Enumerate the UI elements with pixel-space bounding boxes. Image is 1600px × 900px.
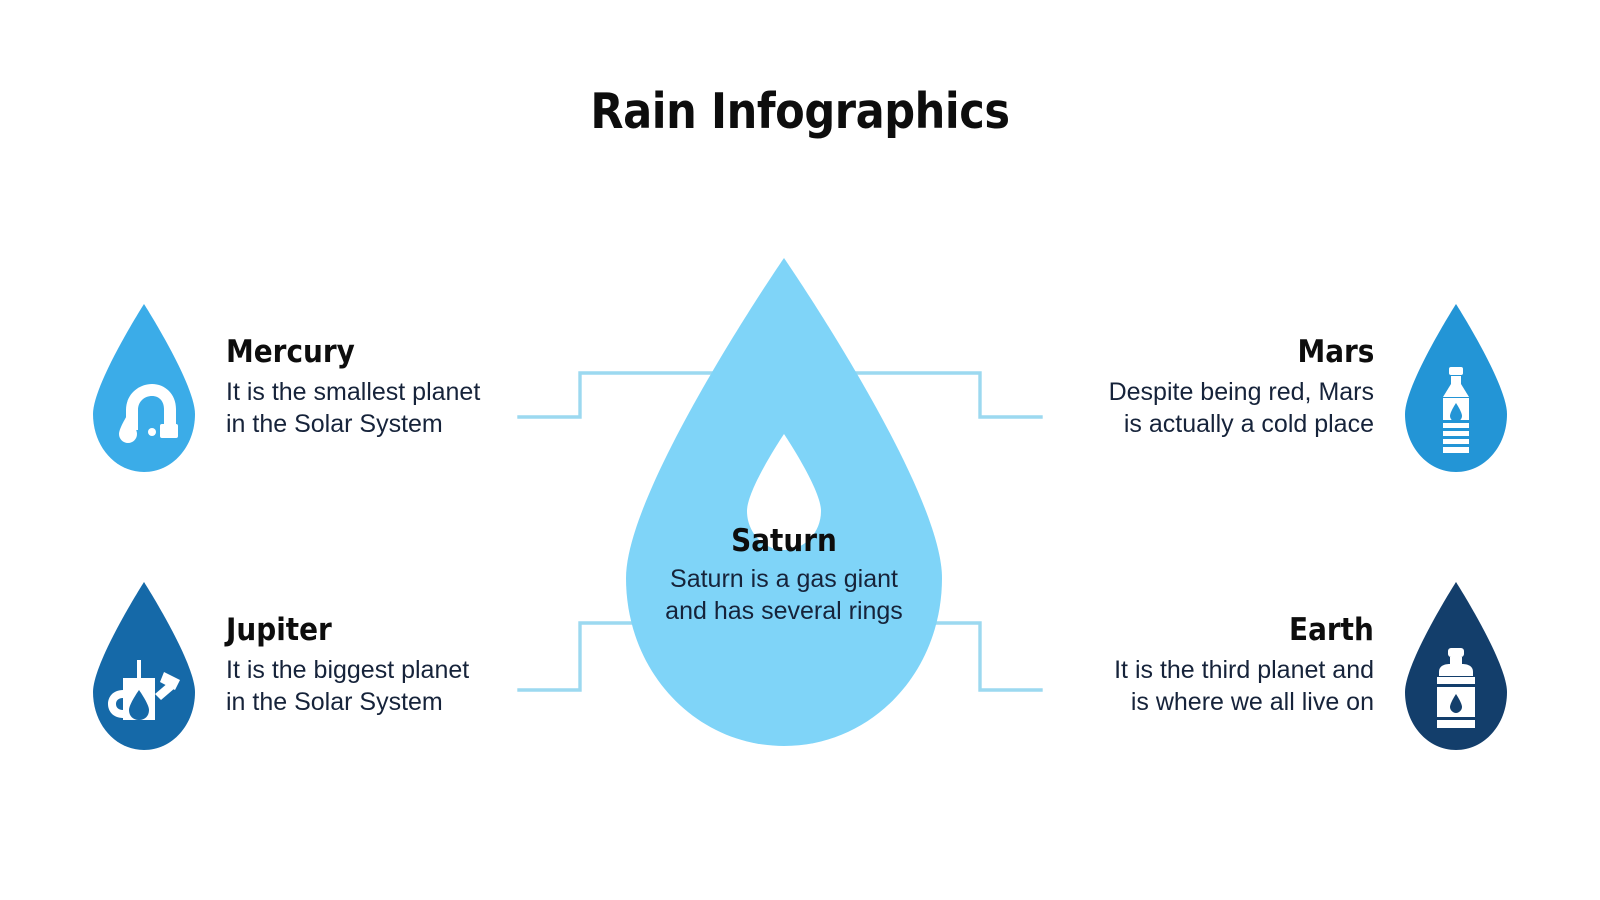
watering-can-icon: [88, 636, 200, 740]
node-mars[interactable]: Mars Despite being red, Mars is actually…: [1109, 300, 1512, 476]
mars-title: Mars: [1297, 334, 1374, 371]
jupiter-copy: Jupiter It is the biggest planet in the …: [226, 613, 469, 719]
page-title: Rain Infographics: [590, 83, 1010, 140]
earth-description: It is the third planet and is where we a…: [1114, 656, 1374, 717]
faucet-tap-icon: [88, 358, 200, 462]
center-node-description: Saturn is a gas giant and has several ri…: [665, 565, 903, 625]
node-jupiter[interactable]: Jupiter It is the biggest planet in the …: [88, 578, 469, 754]
jupiter-droplet-shape: [93, 582, 195, 750]
earth-droplet[interactable]: [1400, 578, 1512, 754]
center-node-copy: Saturn Saturn is a gas giant and has sev…: [610, 524, 958, 627]
water-drop-icon: [747, 434, 821, 550]
jupiter-title: Jupiter: [226, 612, 332, 649]
jupiter-droplet[interactable]: [88, 578, 200, 754]
center-node-title: Saturn: [731, 523, 837, 559]
mercury-droplet[interactable]: [88, 300, 200, 476]
jupiter-description: It is the biggest planet in the Solar Sy…: [226, 656, 470, 717]
earth-copy: Earth It is the third planet and is wher…: [1114, 613, 1374, 719]
water-gallon-jug-icon: [1400, 636, 1512, 740]
node-mercury[interactable]: Mercury It is the smallest planet in the…: [88, 300, 480, 476]
mercury-copy: Mercury It is the smallest planet in the…: [226, 335, 480, 441]
water-bottle-icon: [1400, 358, 1512, 462]
mercury-title: Mercury: [226, 334, 355, 371]
mars-description: Despite being red, Mars is actually a co…: [1108, 378, 1374, 439]
mars-copy: Mars Despite being red, Mars is actually…: [1109, 335, 1374, 441]
center-droplet-shape: [626, 258, 942, 746]
center-node-saturn[interactable]: Saturn Saturn is a gas giant and has sev…: [610, 252, 958, 752]
node-earth[interactable]: Earth It is the third planet and is wher…: [1114, 578, 1512, 754]
mercury-description: It is the smallest planet in the Solar S…: [226, 378, 481, 439]
earth-title: Earth: [1289, 612, 1374, 649]
mars-droplet[interactable]: [1400, 300, 1512, 476]
